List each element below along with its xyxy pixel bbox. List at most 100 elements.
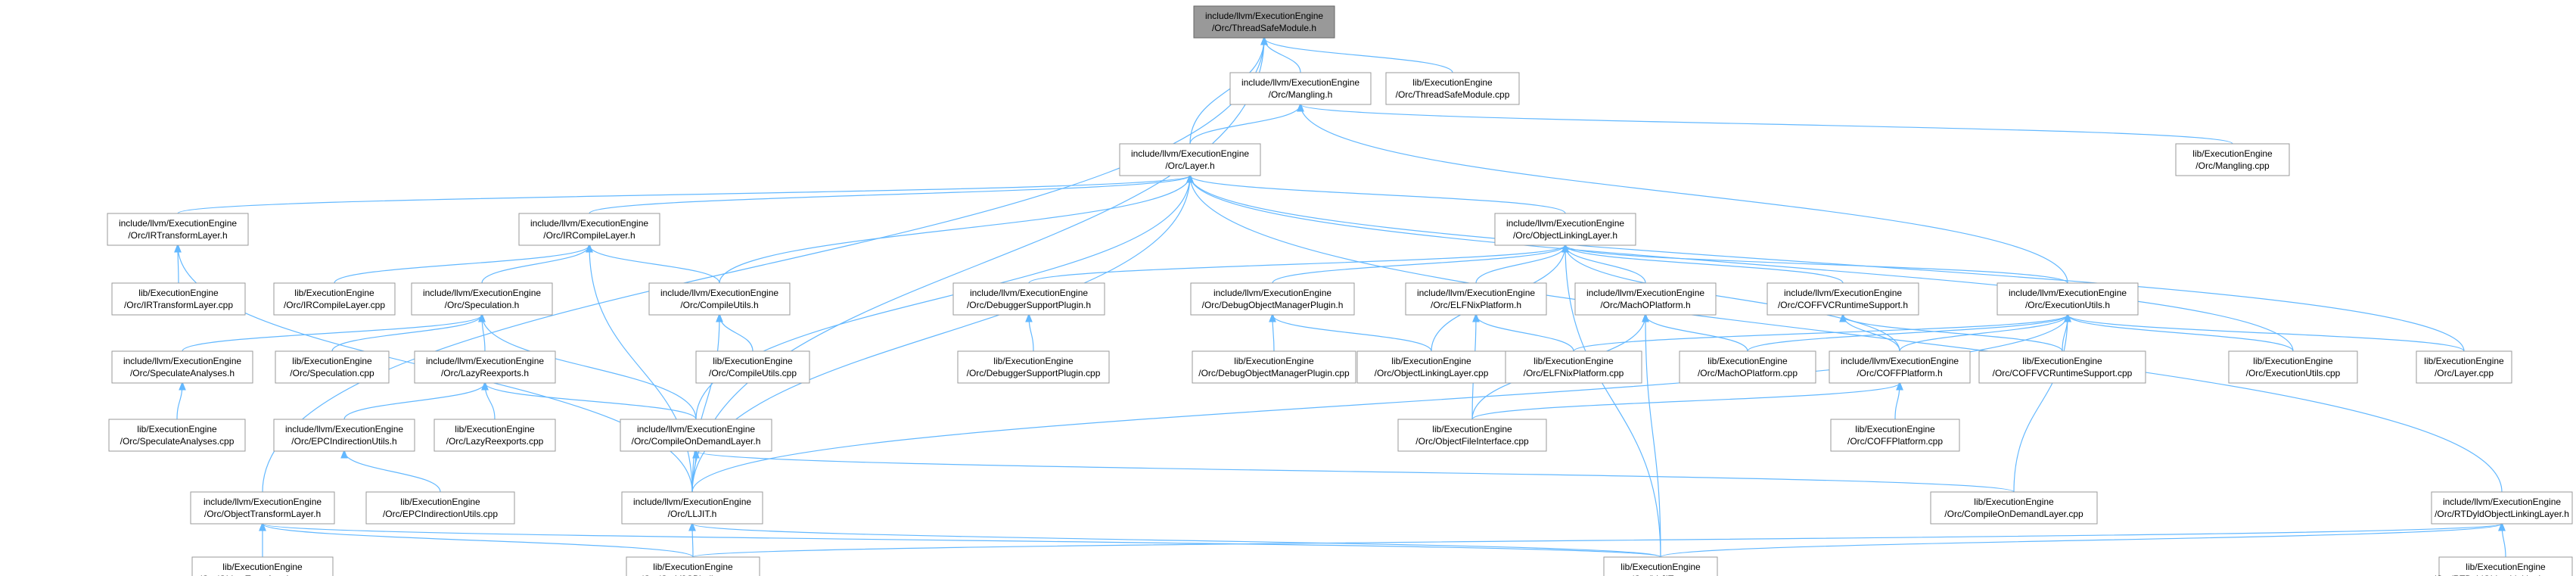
node-label-file: /Orc/ExecutionUtils.h xyxy=(2025,300,2110,310)
node-label-path: lib/ExecutionEngine xyxy=(2424,356,2504,366)
node-orc-executionutils-h[interactable]: include/llvm/ExecutionEngine/Orc/Executi… xyxy=(1996,282,2139,316)
node-orc-coffplatform-cpp[interactable]: lib/ExecutionEngine/Orc/COFFPlatform.cpp xyxy=(1830,419,1960,452)
node-orc-executionutils-cpp[interactable]: lib/ExecutionEngine/Orc/ExecutionUtils.c… xyxy=(2228,350,2358,384)
node-label-file: /Orc/SpeculateAnalyses.h xyxy=(130,368,235,378)
node-box xyxy=(365,491,515,525)
node-orc-irtransformlayer-cpp[interactable]: lib/ExecutionEngine/Orc/IRTransformLayer… xyxy=(111,282,246,316)
node-orc-compileondemandlayer-h[interactable]: include/llvm/ExecutionEngine/Orc/Compile… xyxy=(620,419,772,452)
dependency-edge xyxy=(344,451,441,493)
node-label-path: include/llvm/ExecutionEngine xyxy=(426,356,544,366)
node-orc-speculateanalyses-cpp[interactable]: lib/ExecutionEngine/Orc/SpeculateAnalyse… xyxy=(108,419,246,452)
node-orc-rtdyldobjectlinkinglayer-cpp[interactable]: lib/ExecutionEngine/Orc/RTDyldObjectLink… xyxy=(2434,556,2576,576)
node-orc-elfnixplatform-h[interactable]: include/llvm/ExecutionEngine/Orc/ELFNixP… xyxy=(1405,282,1547,316)
node-orc-mangling-cpp[interactable]: lib/ExecutionEngine/Orc/Mangling.cpp xyxy=(2175,143,2290,176)
dependency-edge xyxy=(482,315,697,420)
node-box xyxy=(1397,419,1547,452)
node-label-file: /Orc/ObjectTransformLayer.h xyxy=(204,509,321,519)
node-label-path: lib/ExecutionEngine xyxy=(137,424,217,434)
node-orc-compileutils-cpp[interactable]: lib/ExecutionEngine/Orc/CompileUtils.cpp xyxy=(695,350,810,384)
node-orc-debuggersupportplugin-h[interactable]: include/llvm/ExecutionEngine/Orc/Debugge… xyxy=(952,282,1105,316)
node-orc-threadsafemodule-h[interactable]: include/llvm/ExecutionEngine/Orc/ThreadS… xyxy=(1193,5,1335,39)
node-label-file: /Orc/DebugObjectManagerPlugin.h xyxy=(1202,300,1344,310)
node-label-path: include/llvm/ExecutionEngine xyxy=(660,288,778,298)
dependency-edge xyxy=(1565,245,2068,284)
dependency-edge xyxy=(1645,315,1661,558)
node-label-path: include/llvm/ExecutionEngine xyxy=(204,497,322,507)
dependency-edge xyxy=(1747,315,2068,352)
node-label-file: /Orc/OrcV2CBindings.cpp xyxy=(641,574,745,576)
node-orc-coffvcruntimesupport-cpp[interactable]: lib/ExecutionEngine/Orc/COFFVCRuntimeSup… xyxy=(1978,350,2146,384)
node-label-path: include/llvm/ExecutionEngine xyxy=(530,218,648,229)
dependency-edge xyxy=(481,245,589,284)
node-orc-objectfileinterface-cpp[interactable]: lib/ExecutionEngine/Orc/ObjectFileInterf… xyxy=(1397,419,1547,452)
node-orc-machoplatform-cpp[interactable]: lib/ExecutionEngine/Orc/MachOPlatform.cp… xyxy=(1679,350,1816,384)
node-label-path: include/llvm/ExecutionEngine xyxy=(285,424,403,434)
node-orc-layer-cpp[interactable]: lib/ExecutionEngine/Orc/Layer.cpp xyxy=(2416,350,2512,384)
node-label-file: /Orc/Mangling.h xyxy=(1269,89,1333,100)
node-orc-coffplatform-h[interactable]: include/llvm/ExecutionEngine/Orc/COFFPla… xyxy=(1829,350,1971,384)
dependency-edge xyxy=(263,524,1661,558)
node-box xyxy=(433,419,556,452)
node-orc-lazyreexports-h[interactable]: include/llvm/ExecutionEngine/Orc/LazyRee… xyxy=(414,350,556,384)
node-label-path: include/llvm/ExecutionEngine xyxy=(1506,218,1624,229)
node-box xyxy=(2228,350,2358,384)
node-orc-threadsafemodule-cpp[interactable]: lib/ExecutionEngine/Orc/ThreadSafeModule… xyxy=(1385,72,1520,105)
node-orc-elfnixplatform-cpp[interactable]: lib/ExecutionEngine/Orc/ELFNixPlatform.c… xyxy=(1505,350,1642,384)
dependency-edge xyxy=(1565,245,1661,558)
dependency-edge xyxy=(334,245,589,284)
node-label-file: /Orc/COFFVCRuntimeSupport.cpp xyxy=(1993,368,2133,378)
dependency-edge xyxy=(1190,176,1566,214)
node-label-file: /Orc/ObjectLinkingLayer.h xyxy=(1513,230,1617,241)
dependency-edge xyxy=(1476,315,1574,352)
node-orc-compileutils-h[interactable]: include/llvm/ExecutionEngine/Orc/Compile… xyxy=(648,282,791,316)
node-orc-debuggersupportplugin-cpp[interactable]: lib/ExecutionEngine/Orc/DebuggerSupportP… xyxy=(957,350,1110,384)
node-orc-objecttransformlayer-h[interactable]: include/llvm/ExecutionEngine/Orc/ObjectT… xyxy=(190,491,335,525)
node-orc-irtransformlayer-h[interactable]: include/llvm/ExecutionEngine/Orc/IRTrans… xyxy=(107,213,249,246)
node-label-file: /Orc/ObjectTransformLayer.cpp xyxy=(200,574,326,576)
node-label-file: /Orc/Layer.h xyxy=(1165,160,1214,171)
node-orc-objectlinkinglayer-h[interactable]: include/llvm/ExecutionEngine/Orc/ObjectL… xyxy=(1494,213,1636,246)
node-orc-coffvcruntimesupport-h[interactable]: include/llvm/ExecutionEngine/Orc/COFFVCR… xyxy=(1767,282,1919,316)
node-label-file: /Orc/CompileOnDemandLayer.cpp xyxy=(1944,509,2083,519)
dependency-edge xyxy=(1264,38,1301,73)
node-orc-objectlinkinglayer-cpp[interactable]: lib/ExecutionEngine/Orc/ObjectLinkingLay… xyxy=(1356,350,1506,384)
dependency-edge xyxy=(2068,315,2294,352)
node-orc-epcindirectionutils-cpp[interactable]: lib/ExecutionEngine/Orc/EPCIndirectionUt… xyxy=(365,491,515,525)
node-orc-lljit-cpp[interactable]: lib/ExecutionEngine/Orc/LLJIT.cpp xyxy=(1603,556,1718,576)
node-label-file: /Orc/ObjectFileInterface.cpp xyxy=(1415,436,1529,447)
node-label-path: lib/ExecutionEngine xyxy=(455,424,535,434)
node-orc-rtdyldobjectlinkinglayer-h[interactable]: include/llvm/ExecutionEngine/Orc/RTDyldO… xyxy=(2431,491,2573,525)
node-box xyxy=(620,419,772,452)
node-orc-orcv2cbindings-cpp[interactable]: lib/ExecutionEngine/Orc/OrcV2CBindings.c… xyxy=(626,556,760,576)
node-orc-ircompilelayer-h[interactable]: include/llvm/ExecutionEngine/Orc/IRCompi… xyxy=(518,213,660,246)
node-orc-lljit-h[interactable]: include/llvm/ExecutionEngine/Orc/LLJIT.h xyxy=(621,491,763,525)
node-label-path: lib/ExecutionEngine xyxy=(1974,497,2054,507)
node-label-path: lib/ExecutionEngine xyxy=(2022,356,2102,366)
node-orc-lazyreexports-cpp[interactable]: lib/ExecutionEngine/Orc/LazyReexports.cp… xyxy=(433,419,556,452)
node-orc-ircompilelayer-cpp[interactable]: lib/ExecutionEngine/Orc/IRCompileLayer.c… xyxy=(273,282,396,316)
dependency-edge xyxy=(1565,245,1844,284)
node-orc-speculateanalyses-h[interactable]: include/llvm/ExecutionEngine/Orc/Specula… xyxy=(111,350,253,384)
node-orc-compileondemandlayer-cpp[interactable]: lib/ExecutionEngine/Orc/CompileOnDemandL… xyxy=(1930,491,2098,525)
dependency-edge xyxy=(691,315,719,493)
node-label-path: include/llvm/ExecutionEngine xyxy=(119,218,237,229)
node-orc-epcindirectionutils-h[interactable]: include/llvm/ExecutionEngine/Orc/EPCIndi… xyxy=(273,419,415,452)
dependency-edge xyxy=(182,315,482,352)
node-orc-speculation-h[interactable]: include/llvm/ExecutionEngine/Orc/Specula… xyxy=(411,282,553,316)
node-box xyxy=(414,350,556,384)
node-orc-machoplatform-h[interactable]: include/llvm/ExecutionEngine/Orc/MachOPl… xyxy=(1574,282,1717,316)
node-orc-speculation-cpp[interactable]: lib/ExecutionEngine/Orc/Speculation.cpp xyxy=(275,350,390,384)
node-box xyxy=(1190,282,1355,316)
node-label-path: lib/ExecutionEngine xyxy=(1707,356,1788,366)
node-label-file: /Orc/DebuggerSupportPlugin.h xyxy=(967,300,1091,310)
node-label-path: lib/ExecutionEngine xyxy=(993,356,1074,366)
node-orc-mangling-h[interactable]: include/llvm/ExecutionEngine/Orc/Manglin… xyxy=(1229,72,1372,105)
dependency-edge xyxy=(1573,315,2068,352)
node-orc-layer-h[interactable]: include/llvm/ExecutionEngine/Orc/Layer.h xyxy=(1119,143,1261,176)
dependency-edge xyxy=(1660,524,2502,558)
dependency-edge xyxy=(343,383,485,420)
node-orc-objecttransformlayer-cpp[interactable]: lib/ExecutionEngine/Orc/ObjectTransformL… xyxy=(191,556,334,576)
node-label-file: /Orc/LazyReexports.h xyxy=(441,368,529,378)
node-orc-debugobjectmanagerplugin-cpp[interactable]: lib/ExecutionEngine/Orc/DebugObjectManag… xyxy=(1192,350,1356,384)
node-orc-debugobjectmanagerplugin-h[interactable]: include/llvm/ExecutionEngine/Orc/DebugOb… xyxy=(1190,282,1355,316)
